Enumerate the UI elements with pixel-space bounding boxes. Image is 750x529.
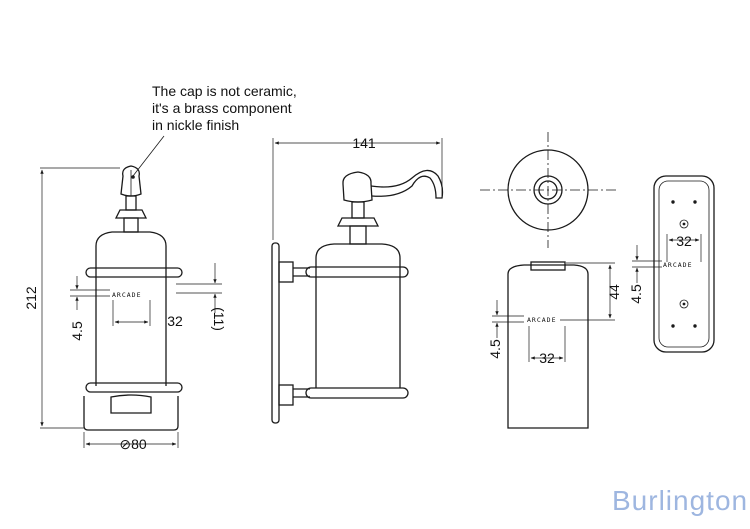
plate-screw-hole-4 (693, 324, 697, 328)
plate-brand-label: ARCADE (663, 261, 692, 269)
front-hole-spacing-label: 32 (167, 313, 183, 329)
plate-screw-hole-1 (671, 200, 675, 204)
annotation-line-2: it's a brass component (152, 100, 292, 116)
side-pump-stem (351, 201, 365, 219)
bottle-view: ARCADE 44 4.5 32 (487, 261, 622, 429)
burlington-logo: Burlington (612, 485, 749, 516)
annotation-note: The cap is not ceramic, it's a brass com… (131, 83, 297, 179)
side-view: 141 (271, 135, 444, 424)
annotation-line-3: in nickle finish (152, 117, 239, 133)
front-view: ARCADE 212 ⊘80 4.5 32 (11) (23, 165, 227, 452)
plate-screw-hole-3 (671, 324, 675, 328)
plate-hole-spacing-label: 32 (676, 233, 692, 249)
annotation-line-1: The cap is not ceramic, (152, 83, 297, 99)
plate-inner (658, 180, 710, 348)
side-pump-neck (349, 225, 367, 245)
plate-mount-boss-bottom (679, 299, 689, 309)
plate-offset-label: 4.5 (628, 284, 644, 304)
side-width-label: 141 (352, 135, 376, 151)
front-brand-label: ARCADE (112, 291, 141, 299)
front-neck (125, 195, 137, 211)
plate-mount-boss-bottom-center (682, 302, 686, 306)
plate-mount-boss-top (679, 219, 689, 229)
side-pump-cap (342, 171, 373, 203)
side-wall-plate (271, 242, 280, 424)
front-collar (114, 209, 148, 219)
bottle-neck (530, 261, 566, 271)
side-shoulder (315, 243, 401, 259)
front-holder-ring-top (85, 267, 183, 278)
side-spout (370, 169, 444, 199)
front-bracket-cup (110, 394, 152, 414)
side-bracket-upper (278, 261, 294, 283)
front-holder-ring-bottom (85, 382, 183, 393)
front-height-label: 212 (23, 286, 39, 310)
front-diameter-label: ⊘80 (119, 436, 147, 452)
bottle-offset-label: 4.5 (487, 339, 503, 359)
bottle-hole-spacing-label: 32 (539, 350, 555, 366)
plate-screw-hole-2 (693, 200, 697, 204)
side-bracket-lower (278, 384, 294, 406)
plate-outer (653, 175, 715, 353)
side-pump-collar (336, 217, 380, 227)
side-ring-top (305, 266, 409, 278)
plate-view: ARCADE 32 4.5 (628, 175, 715, 353)
bottle-height-label: 44 (606, 284, 622, 300)
side-ring-bottom (305, 387, 409, 399)
front-offset-label: 4.5 (69, 321, 85, 341)
front-shoulder (95, 231, 167, 247)
annotation-leader-dot (131, 175, 135, 179)
top-view (480, 132, 616, 248)
bottle-outline (507, 264, 589, 429)
front-shoulder-neck (123, 217, 139, 233)
front-wall-bracket (83, 396, 179, 431)
bottle-brand-label: ARCADE (527, 316, 556, 324)
plate-mount-boss-top-center (682, 222, 686, 226)
front-gap-label: (11) (211, 307, 227, 331)
